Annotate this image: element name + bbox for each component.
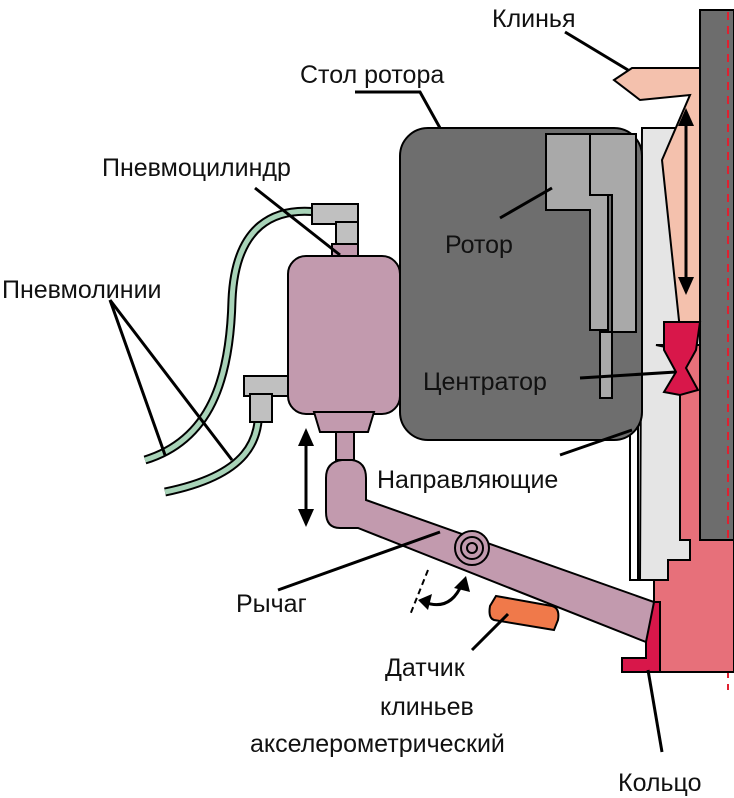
sensor-shape bbox=[488, 594, 560, 632]
label-wedges: Клинья bbox=[492, 5, 575, 33]
piston-motion-arrow bbox=[298, 428, 314, 527]
wedge-motion-arrow bbox=[678, 108, 694, 295]
rotor-shape bbox=[545, 133, 637, 399]
label-pneumatic-cylinder: Пневмоцилиндр bbox=[102, 154, 291, 182]
pneumatic-cylinder-shape bbox=[287, 243, 401, 461]
label-rotary-table: Стол ротора bbox=[300, 61, 444, 89]
label-ring: Кольцо bbox=[618, 769, 701, 797]
label-lever: Рычаг bbox=[236, 590, 307, 618]
lever-shape bbox=[325, 459, 656, 644]
rotation-indicator bbox=[409, 569, 470, 616]
label-guides: Направляющие bbox=[377, 466, 558, 494]
leader-lines bbox=[108, 30, 677, 753]
label-rotor: Ротор bbox=[445, 231, 513, 259]
label-sensor-line3: акселерометрический bbox=[250, 730, 505, 758]
label-sensor-line1: Датчик bbox=[385, 654, 466, 682]
side-fitting bbox=[243, 375, 291, 423]
pneumatic-hoses bbox=[143, 206, 337, 497]
label-pneumatic-lines: Пневмолинии bbox=[2, 276, 162, 304]
centralizer-shape bbox=[662, 321, 702, 397]
label-centralizer: Центратор bbox=[423, 368, 547, 396]
drill-pipe bbox=[699, 9, 734, 690]
label-sensor-line2: клиньев bbox=[380, 693, 474, 721]
top-fitting bbox=[311, 203, 359, 247]
